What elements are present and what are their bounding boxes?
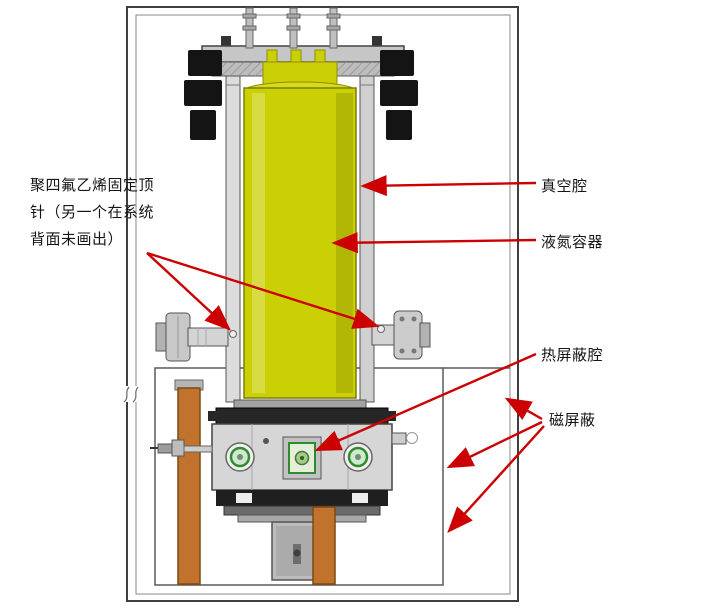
feedthrough-cap [242, 25, 257, 31]
right-stub [391, 432, 407, 445]
flange-tube [187, 327, 229, 347]
flange-bolt [411, 348, 417, 354]
flange-lug [387, 411, 396, 421]
flange-hub [419, 322, 431, 348]
label-ptfe-pin: 聚四氟乙烯固定顶 针（另一个在系统 背面未画出） [30, 172, 154, 253]
shield-outer-wall [126, 6, 519, 602]
arrow-ptfe-pin-right [146, 251, 380, 329]
valve-flange [171, 439, 185, 457]
ln2-neck-nub [266, 49, 278, 63]
arrow-ln2-container [331, 232, 537, 254]
small-bolt [263, 438, 269, 444]
arrow-magnetic-shield-1 [504, 397, 543, 421]
label-ptfe-pin-line3: 背面未画出） [30, 230, 124, 248]
clamp-left [190, 110, 216, 140]
label-heat-shield: 热屏蔽腔 [541, 346, 604, 364]
right-stub-port [406, 432, 418, 444]
viewport-left-center [237, 454, 243, 460]
ln2-highlight [252, 93, 265, 393]
leg-post [177, 387, 201, 585]
center-port-dot [300, 456, 304, 460]
frame-break-mark [123, 386, 130, 403]
viewport-right-center [355, 454, 361, 460]
clamp-right [380, 50, 414, 76]
label-ptfe-pin-line2: 针（另一个在系统 [30, 203, 155, 221]
top-plate [201, 45, 405, 63]
side-flange-right [371, 310, 431, 360]
feedthrough-cap [286, 25, 301, 31]
ptfe-pin-right [377, 325, 385, 333]
lower-flange-bottom [216, 490, 388, 506]
frame-break-mark [132, 386, 139, 403]
frame-break-mask [120, 386, 142, 402]
ln2-container [243, 49, 357, 399]
leg-post [312, 506, 336, 585]
label-ptfe-pin-line1: 聚四氟乙烯固定顶 [30, 176, 155, 194]
feedthrough-cap [286, 13, 301, 19]
feedthrough-cap [326, 13, 341, 19]
clamp-left [184, 80, 222, 106]
arrow-heat-shield [314, 352, 537, 452]
feedthrough-cap [242, 13, 257, 19]
bottom-housing [271, 521, 323, 581]
ln2-neck-nub [290, 49, 302, 63]
support-leg-right [312, 506, 336, 585]
valve-stem [183, 445, 213, 453]
chamber-wall-left [225, 61, 241, 403]
clamp-right [386, 110, 412, 140]
side-flange-left [155, 312, 237, 362]
arrow-magnetic-shield-3 [447, 425, 545, 533]
arrow-magnetic-shield-2 [446, 420, 543, 469]
base-plate [237, 514, 367, 523]
chamber-wall-right [359, 61, 375, 403]
flange-bolt [399, 316, 405, 322]
base-ring [223, 505, 381, 516]
arrow-vacuum-chamber [360, 175, 537, 197]
flange-gap [236, 493, 252, 503]
ln2-neck-nub [314, 49, 326, 63]
top-feedthroughs [242, 7, 341, 49]
clamp-left [188, 50, 222, 76]
flange-disk [393, 310, 423, 360]
top-bolt [221, 36, 231, 48]
ptfe-pin-left [229, 330, 237, 338]
arrow-ptfe-pin-left [146, 252, 231, 331]
shield-inner-wall [135, 14, 511, 595]
label-magnetic-shield: 磁屏蔽 [549, 411, 596, 429]
feedthrough-cap [326, 25, 341, 31]
magnetic-shield-frame [120, 6, 519, 602]
support-leg-left [174, 379, 204, 585]
leader-arrows [146, 175, 545, 533]
flange-gap [352, 493, 368, 503]
top-bolt [372, 36, 382, 48]
label-ln2-container: 液氮容器 [541, 233, 604, 251]
clamp-right [380, 80, 418, 106]
flange-lug [208, 411, 217, 421]
heat-shield-chamber [150, 399, 418, 523]
flange-bolt [399, 348, 405, 354]
flange-bolt [411, 316, 417, 322]
lower-flange-top [215, 407, 389, 425]
label-vacuum-chamber: 真空腔 [541, 177, 588, 195]
bottom-slot-hole [293, 549, 301, 557]
